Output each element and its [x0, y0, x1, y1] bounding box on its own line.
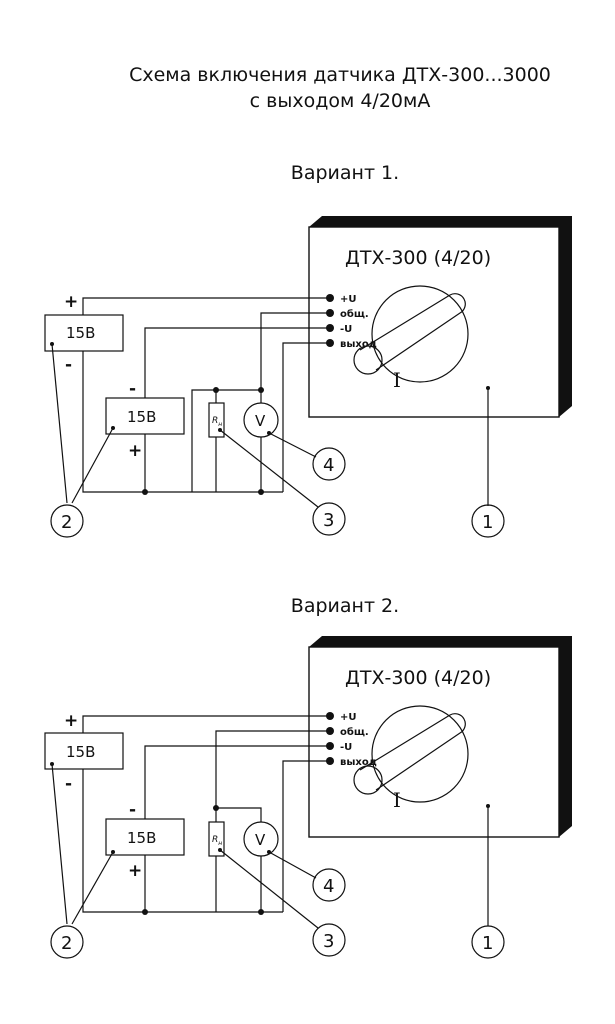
callout-1: 1 [482, 933, 493, 954]
device-label: ДТХ-300 (4/20) [345, 667, 491, 689]
psu-1-label: 15В [66, 324, 95, 342]
variant-1-schematic: ДТХ-300 (4/20) +U общ. -U выход 15В + - … [44, 216, 572, 538]
voltmeter [243, 402, 279, 438]
title-line-2: с выходом 4/20мА [249, 90, 431, 112]
callout-1: 1 [482, 512, 493, 533]
terminal-output: выход [340, 339, 377, 350]
callout-3: 3 [323, 510, 334, 531]
callout-2: 2 [61, 933, 72, 954]
psu-1-plus: + [64, 292, 78, 312]
shaft [359, 713, 466, 791]
terminal-minus-u: -U [340, 742, 352, 753]
psu-2-label: 15В [127, 408, 156, 426]
resistor-label: Rн [212, 835, 222, 847]
voltmeter [243, 821, 279, 857]
variant-1-heading: Вариант 1. [290, 162, 400, 184]
psu-1-minus: - [65, 774, 72, 794]
variant-2-schematic: ДТХ-300 (4/20) +U общ. -U выход 15В + - … [44, 636, 572, 959]
callout-2: 2 [61, 512, 72, 533]
psu-1-box [44, 314, 124, 352]
shaft-mark: I [393, 788, 401, 812]
terminal-output: выход [340, 757, 377, 768]
title-line-1: Схема включения датчика ДТХ-300...3000 [129, 64, 551, 86]
psu-1-minus: - [65, 355, 72, 375]
terminal-common: общ. [340, 308, 369, 320]
psu-1-plus: + [64, 711, 78, 731]
device-label: ДТХ-300 (4/20) [345, 247, 491, 269]
callout-4: 4 [323, 876, 334, 897]
callout-4: 4 [323, 455, 334, 476]
terminal-plus-u: +U [340, 712, 357, 723]
knob [371, 705, 469, 803]
callout-3: 3 [323, 931, 334, 952]
shaft-mark: I [393, 368, 401, 392]
resistor [208, 821, 225, 857]
psu-2-label: 15В [127, 829, 156, 847]
psu-1-box [44, 732, 124, 770]
terminal-minus-u: -U [340, 324, 352, 335]
terminal-plus-u: +U [340, 294, 357, 305]
voltmeter-label: V [255, 412, 266, 430]
shaft [359, 293, 466, 371]
psu-2-plus: + [128, 861, 142, 881]
resistor [208, 402, 225, 438]
psu-2-minus: - [129, 800, 136, 820]
variant-2-heading: Вариант 2. [290, 595, 400, 617]
psu-1-label: 15В [66, 743, 95, 761]
voltmeter-label: V [255, 831, 266, 849]
resistor-label: Rн [212, 416, 222, 428]
knob [371, 285, 469, 383]
psu-2-minus: - [129, 379, 136, 399]
psu-2-plus: + [128, 441, 142, 461]
terminal-common: общ. [340, 726, 369, 738]
